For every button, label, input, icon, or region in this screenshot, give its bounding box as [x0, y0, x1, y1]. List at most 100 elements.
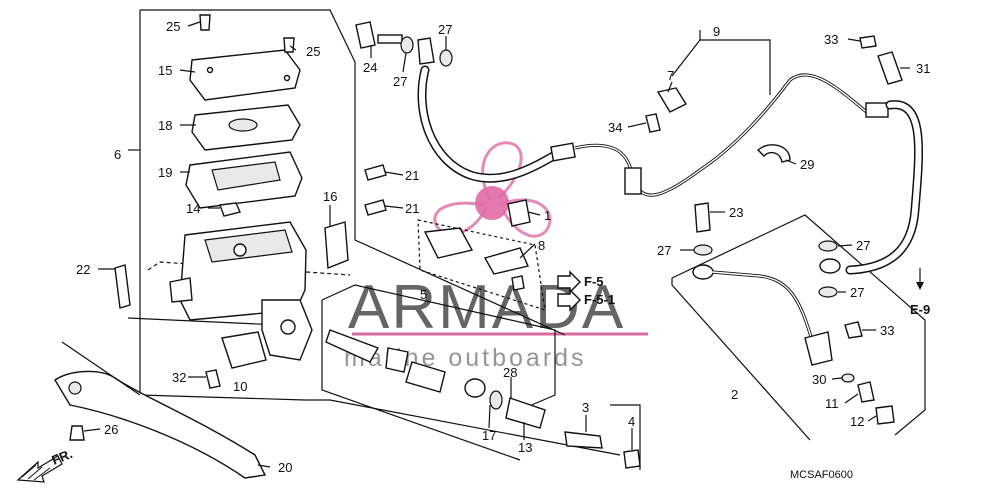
lower-joint [692, 264, 714, 280]
pivot-bolt [114, 264, 131, 309]
assembly-boundaries [127, 9, 926, 470]
piston-kit [325, 329, 641, 469]
callout-1: 1 [544, 208, 551, 223]
callout-14: 14 [186, 201, 200, 216]
callout-5: 5 [420, 287, 427, 302]
reservoir-cover [189, 49, 301, 101]
hose-clamp [656, 87, 688, 113]
callout-20: 20 [278, 460, 292, 475]
reference-labels: F-5 F-5-1 E-9 [557, 270, 930, 317]
cover-screw [283, 37, 295, 53]
boot [505, 397, 546, 429]
push-rod [564, 431, 603, 449]
piston-cup [385, 347, 409, 373]
oil-bolt-lower [694, 202, 711, 233]
watermark-subtitle: marine outboards [344, 344, 587, 372]
clutch-switch [221, 331, 267, 369]
front-indicator: FR. [16, 446, 75, 483]
holder-bolt-upper [364, 164, 387, 181]
callout-27: 27 [393, 74, 407, 89]
connector-housing [423, 227, 474, 259]
arrow-down-icon [916, 282, 924, 290]
switch-screw [205, 369, 221, 389]
callout-25: 25 [306, 44, 320, 59]
callout-9: 9 [713, 24, 720, 39]
spring [325, 329, 380, 363]
diagram-code: MCSAF0600 [790, 469, 853, 481]
connector-bracket [483, 247, 529, 275]
pipe-bolt [844, 321, 863, 339]
callout-16: 16 [323, 189, 337, 204]
washer [841, 373, 855, 383]
piston-seal [464, 378, 486, 398]
callout-27: 27 [657, 243, 671, 258]
ref-f5: F-5 [584, 274, 604, 289]
callout-10: 10 [233, 379, 247, 394]
callout-6: 6 [114, 147, 121, 162]
snap-ring [489, 390, 503, 410]
guide-bolt [859, 35, 877, 49]
callout-31: 31 [916, 61, 930, 76]
switch-connector [417, 199, 546, 311]
cover-screw [199, 14, 211, 31]
callout-27: 27 [856, 238, 870, 253]
callout-30: 30 [812, 372, 826, 387]
callout-27: 27 [850, 285, 864, 300]
callout-23: 23 [729, 205, 743, 220]
callout-24: 24 [363, 60, 377, 75]
callout-4: 4 [628, 414, 635, 429]
hose-guide [877, 51, 903, 85]
callout-27: 27 [438, 22, 452, 37]
callout-labels: 25 25 15 18 6 19 14 22 32 10 26 20 16 21… [76, 19, 930, 475]
ref-e9: E-9 [910, 302, 930, 317]
propeller-hub-icon [475, 186, 509, 220]
sealing-washer [439, 49, 453, 67]
sealing-washer [400, 36, 414, 54]
callout-21: 21 [405, 168, 419, 183]
lever-arm [54, 370, 267, 479]
connector-clip [507, 199, 531, 227]
arrow-right-icon [557, 288, 581, 312]
callout-21: 21 [405, 201, 419, 216]
rod-cap [623, 449, 641, 469]
callout-3: 3 [582, 400, 589, 415]
slave-cylinder-hardware [692, 202, 895, 425]
holder-bracket [324, 221, 349, 270]
callout-12: 12 [850, 414, 864, 429]
callout-28: 28 [503, 365, 517, 380]
callout-11: 11 [825, 396, 839, 411]
clamp-screw [645, 113, 661, 133]
callout-15: 15 [158, 63, 172, 78]
callout-29: 29 [800, 157, 814, 172]
callout-25: 25 [166, 19, 180, 34]
master-cylinder-assembly [114, 14, 387, 389]
callout-19: 19 [158, 165, 172, 180]
bleeder [857, 381, 875, 403]
piston [405, 361, 446, 393]
leader-lines [83, 21, 921, 468]
callout-18: 18 [158, 118, 172, 133]
hose-clamps [645, 35, 903, 163]
callout-8: 8 [538, 238, 545, 253]
arrow-right-icon [557, 270, 581, 294]
hose-joint [819, 258, 841, 274]
callout-13: 13 [518, 440, 532, 455]
callout-26: 26 [104, 422, 118, 437]
callout-2: 2 [731, 387, 738, 402]
callout-34: 34 [608, 120, 622, 135]
clutch-hose [355, 21, 923, 275]
hose-clip [756, 144, 791, 163]
bleeder-cap [875, 405, 895, 425]
front-label: FR. [50, 446, 75, 468]
callout-22: 22 [76, 262, 90, 277]
callout-33: 33 [824, 32, 838, 47]
callout-7: 7 [667, 68, 674, 83]
callout-32: 32 [172, 370, 186, 385]
lever-pivot-nut [69, 425, 85, 441]
float-clip [219, 202, 241, 217]
ref-f51: F-5-1 [584, 292, 615, 307]
watermark-logo: ARMADA marine outboards [344, 141, 648, 372]
oil-bolt [355, 21, 376, 49]
